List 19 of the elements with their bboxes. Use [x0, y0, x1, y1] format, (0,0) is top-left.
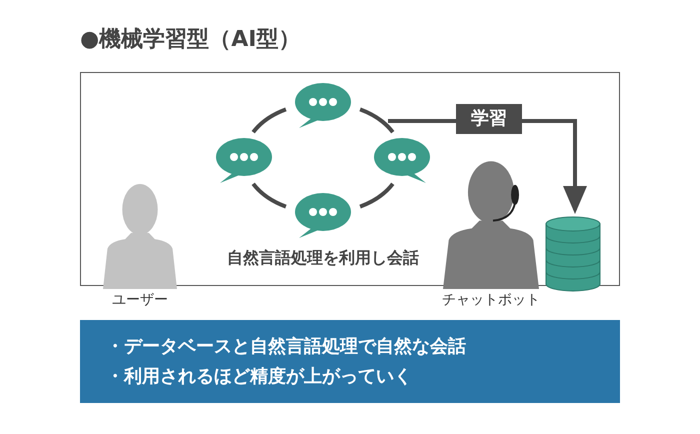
person-caption: チャットボット: [441, 291, 541, 309]
caption-text: 自然言語処理を利用し会話: [226, 248, 420, 269]
speech-bubble-icon: [295, 193, 351, 239]
connector-arc: [252, 182, 287, 208]
bullet-text: ・データベースと自然言語処理で自然な会話: [106, 335, 466, 359]
bullet-text: ・利用されるほど精度が上がっていく: [106, 365, 412, 389]
person-caption: ユーザー: [111, 291, 169, 309]
speech-bubble-icon: [216, 138, 272, 184]
title: ●機械学習型（AI型）: [80, 26, 300, 54]
connector-arc: [252, 108, 287, 134]
database-icon: [545, 216, 601, 292]
person-silhouette: [443, 160, 539, 289]
speech-bubble-icon: [295, 83, 351, 129]
edge-label: 学習: [456, 104, 522, 134]
person-silhouette: [103, 183, 177, 289]
connector-arc: [359, 108, 394, 134]
info-band: [80, 320, 620, 403]
connector-arc: [359, 182, 394, 208]
speech-bubble-icon: [374, 138, 430, 184]
